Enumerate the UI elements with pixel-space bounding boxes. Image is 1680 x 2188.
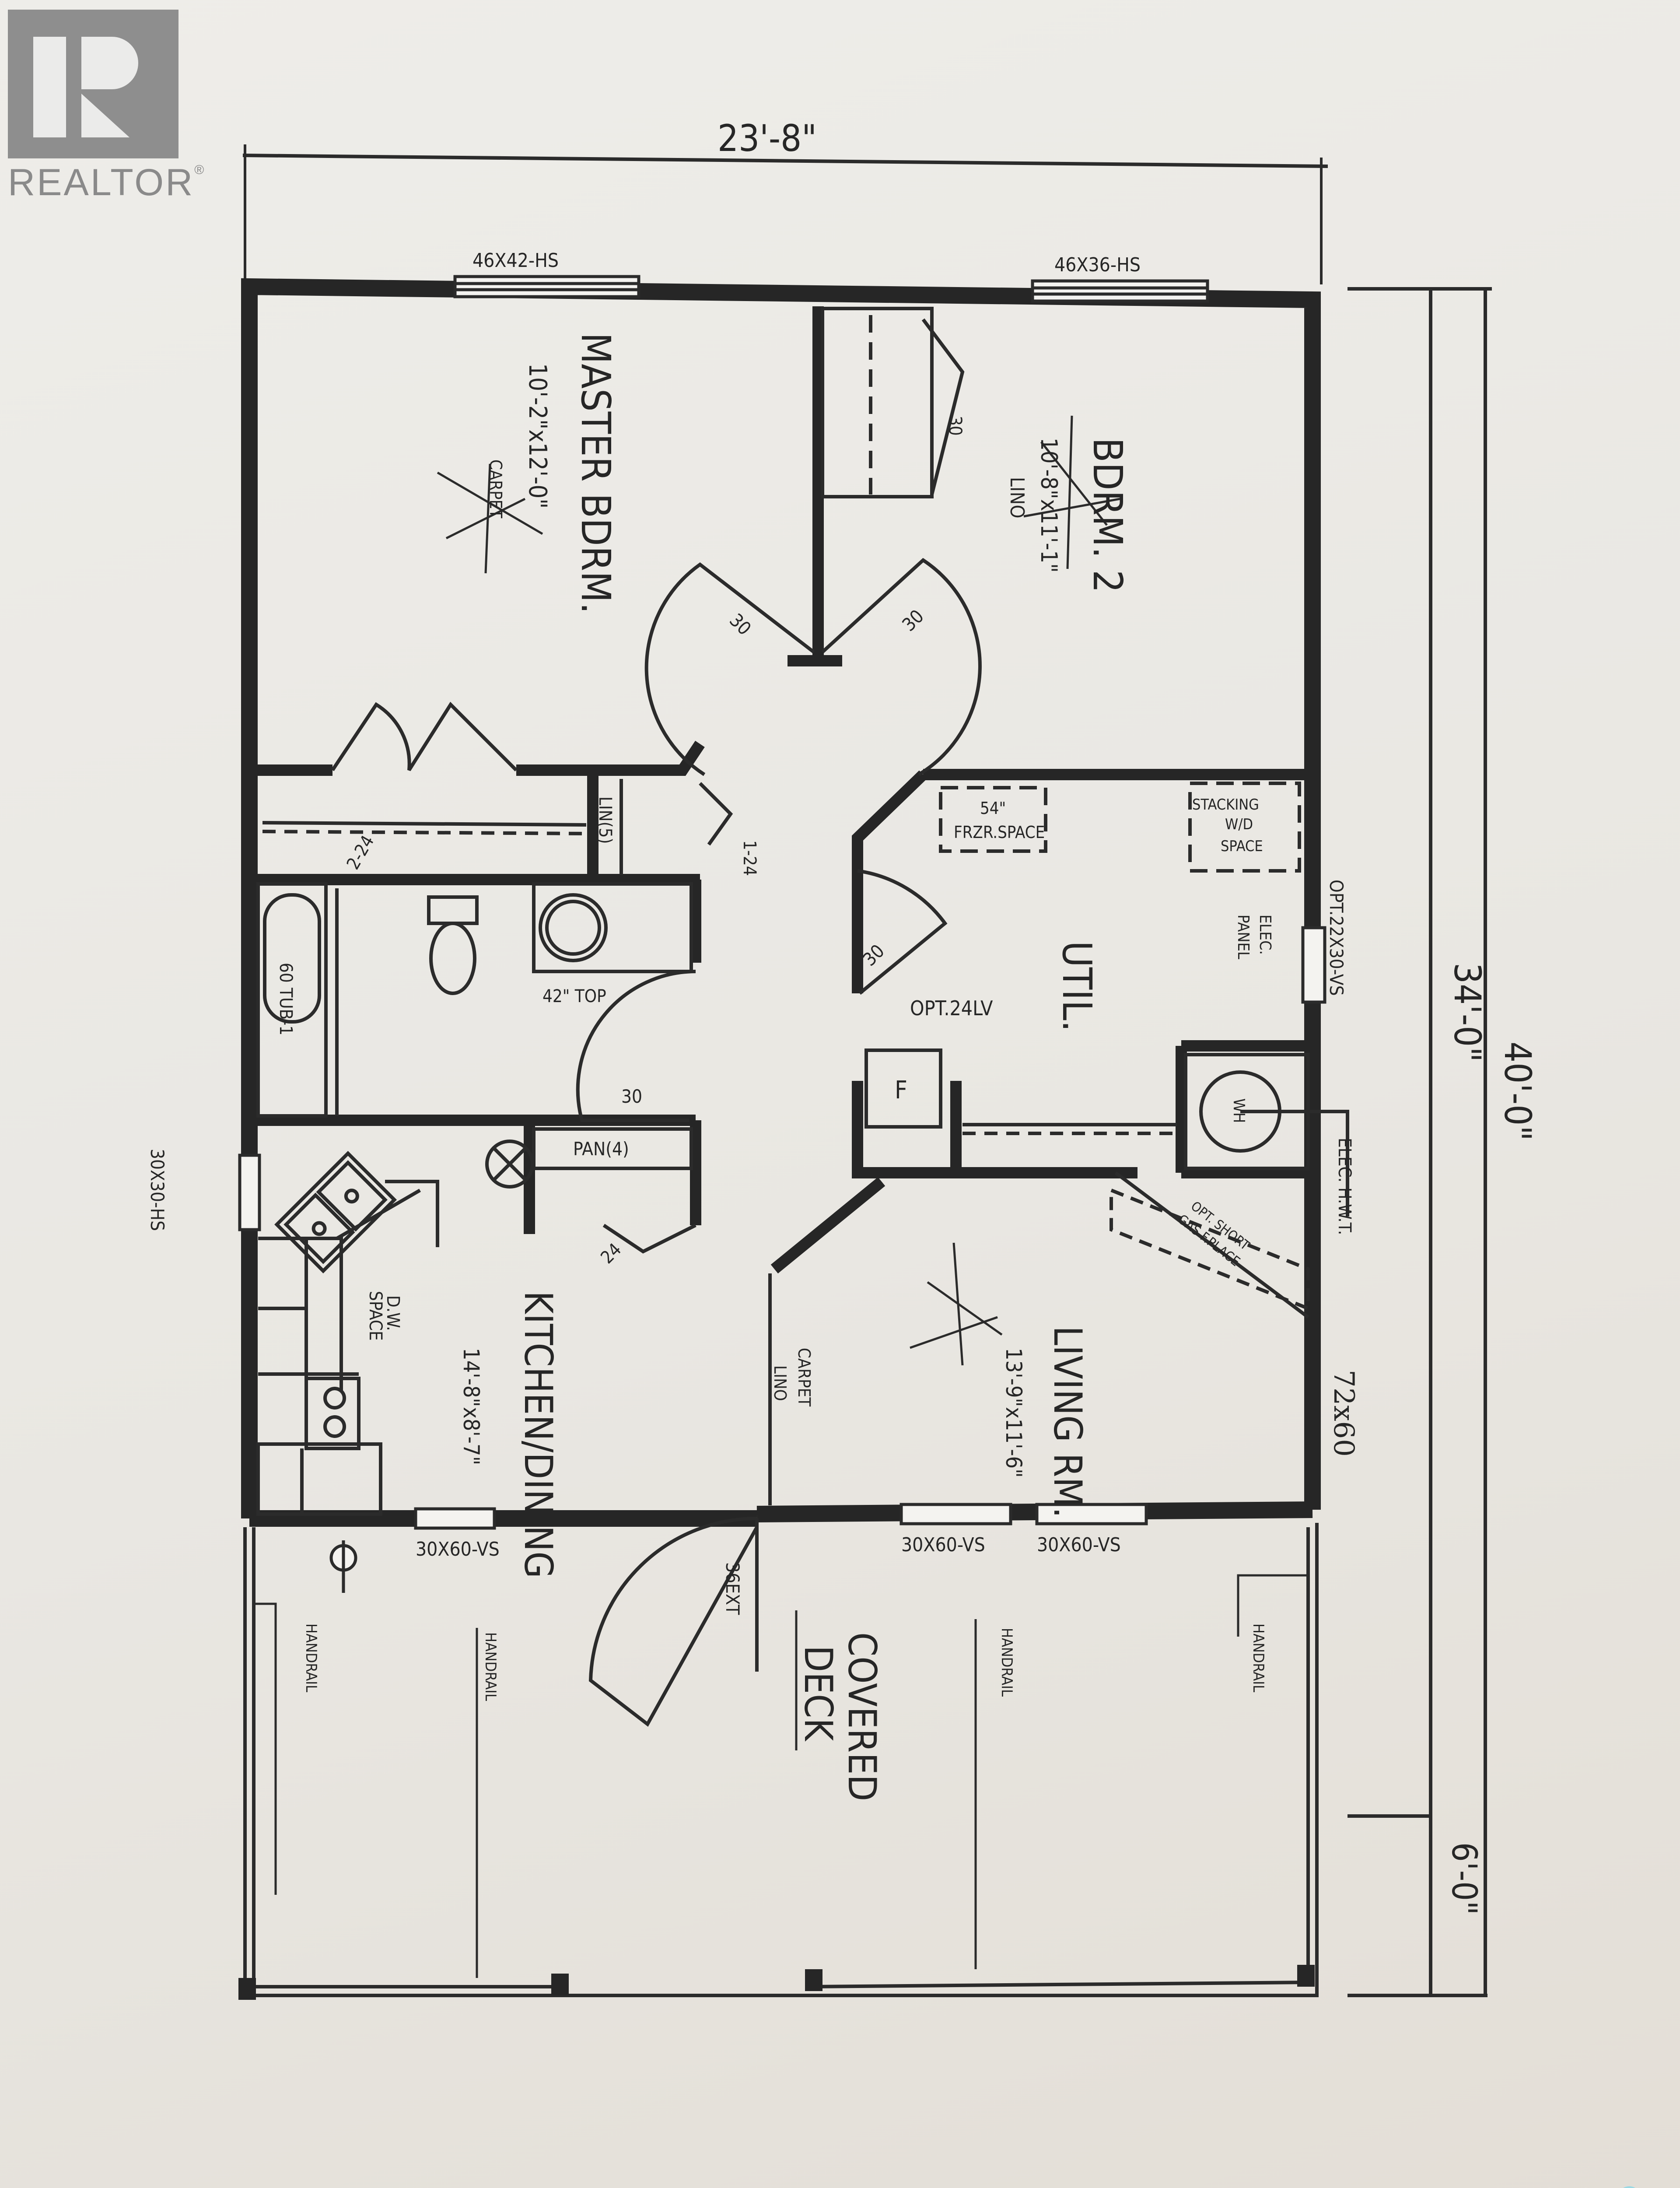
dishwasher-space-label-2: SPACE: [365, 1291, 385, 1341]
handrail-label-3: HANDRAIL: [998, 1628, 1015, 1697]
sask-watermark: SASK: [1540, 2181, 1645, 2188]
watermark-text: SASK: [1540, 2182, 1614, 2188]
realtor-r-icon: [8, 10, 178, 158]
master-bedroom-floor: CARPET: [486, 459, 505, 518]
covered-deck-label-line1: COVERED: [840, 1632, 885, 1801]
door-swings: [331, 318, 982, 1727]
bedroom2-floor: LINO: [1006, 477, 1028, 518]
freezer-space-label-2: FRZR.SPACE: [954, 823, 1045, 842]
deck-depth-dimension: 6'-0": [1444, 1842, 1484, 1915]
exterior-door-label: 36EXT: [722, 1562, 743, 1615]
master-bedroom-label: MASTER BDRM.: [572, 333, 619, 614]
realtor-logo: REALTOR®: [8, 10, 204, 201]
util-window-label: OPT.22X30-VS: [1326, 880, 1347, 996]
vanity-top-label: 42" TOP: [542, 986, 606, 1006]
handrail-label-1: HANDRAIL: [302, 1623, 320, 1692]
master-closet-door-label: 2-24: [343, 832, 378, 873]
registered-mark: ®: [194, 163, 206, 177]
bedroom2-size: 10'-8"x11'-1": [1036, 438, 1062, 573]
windows: [238, 275, 1326, 1593]
elec-panel-label-2: PANEL: [1234, 915, 1252, 959]
overall-width-dimension: 23'-8": [718, 117, 817, 160]
master-window-label: 46X42-HS: [472, 249, 559, 272]
master-door-label: 30: [725, 609, 756, 639]
floor-transition-lino: LINO: [770, 1365, 790, 1401]
stacking-wd-label-1: STACKING: [1192, 796, 1259, 813]
stacking-wd-label-2: W/D: [1225, 816, 1253, 833]
handrail-label-4: HANDRAIL: [1250, 1623, 1267, 1692]
freezer-space-label-1: 54": [980, 799, 1006, 818]
house-depth-dimension: 34'-0": [1446, 963, 1489, 1062]
kitchen-side-window-label: 30X30-HS: [147, 1149, 168, 1231]
handrail-label-2: HANDRAIL: [482, 1632, 499, 1701]
linen-door-label: 1-24: [739, 840, 760, 876]
floor-transition-carpet: CARPET: [794, 1348, 814, 1406]
bath-door-label: 30: [621, 1086, 642, 1107]
bdrm2-window-label: 46X36-HS: [1054, 254, 1141, 276]
overall-depth-dimension: 40'-0": [1496, 1041, 1539, 1141]
water-heater-label: WH: [1230, 1098, 1248, 1123]
living-room-label: LIVING RM.: [1045, 1326, 1090, 1518]
kitchen-dining-label: KITCHEN/DINING: [516, 1291, 561, 1578]
covered-deck-label-line2: DECK: [796, 1645, 841, 1742]
map-pin-icon: [1613, 2181, 1645, 2188]
front-window-mid-label: 30X60-VS: [901, 1534, 985, 1556]
master-bedroom-size: 10'-2"x12'-0": [523, 363, 552, 508]
ceiling-light-marks: [437, 415, 1120, 1366]
front-window-right-label: 30X60-VS: [1037, 1534, 1121, 1556]
bedroom2-label: BDRM. 2: [1084, 438, 1131, 593]
realtor-logo-text: REALTOR: [8, 161, 195, 203]
utility-room-label: UTIL.: [1054, 941, 1100, 1032]
interior-walls: [249, 306, 1308, 1274]
optional-lav-label: OPT.24LV: [910, 996, 993, 1020]
kitchen-dining-size: 14'-8"x8'-7": [458, 1348, 484, 1465]
bdrm2-closet-door-label: 30: [945, 416, 965, 436]
hot-water-tank-label: ELEC. H.W.T.: [1334, 1138, 1354, 1235]
exterior-walls: [241, 278, 1321, 1527]
deck-posts: [238, 1965, 1315, 2000]
front-window-left-label: 30X60-VS: [416, 1538, 500, 1560]
bathtub-label: 60 TUB-1: [276, 963, 296, 1035]
pantry-label: PAN(4): [573, 1138, 629, 1160]
furnace-label: F: [895, 1076, 907, 1105]
dimension-lines: [242, 144, 1492, 1997]
stacking-wd-label-3: SPACE: [1221, 838, 1263, 855]
living-room-size: 13'-9"x11'-6": [1001, 1348, 1026, 1478]
bdrm2-door-label: 30: [898, 605, 928, 635]
linen-closet-label: LIN(5): [595, 796, 615, 844]
handrail-leaders: [254, 1574, 1308, 1978]
pantry-door-label: 24: [597, 1239, 626, 1268]
fixture-outlines: [243, 307, 1349, 1997]
dishwasher-space-label-1: D.W.: [383, 1295, 403, 1331]
living-window-handwritten-label: 72x60: [1327, 1370, 1360, 1457]
elec-panel-label-1: ELEC.: [1256, 915, 1274, 955]
